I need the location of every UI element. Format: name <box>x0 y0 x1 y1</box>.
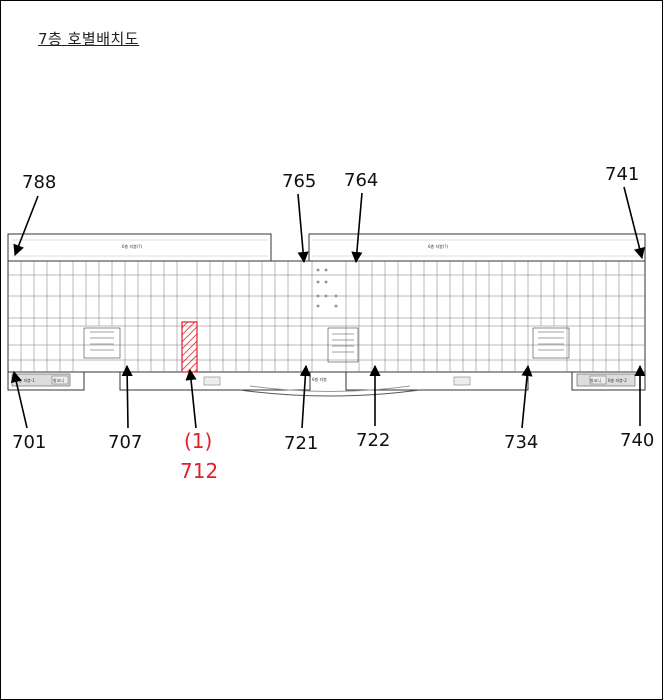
unit-label-765: 765 <box>282 171 316 192</box>
stair-cores <box>83 327 570 363</box>
balcony-note-left: 발코니 <box>53 377 64 383</box>
arrow-712 <box>185 368 197 429</box>
roof-hatching <box>12 239 642 257</box>
unit-label-721: 721 <box>284 433 318 454</box>
arrow-788 <box>13 195 39 257</box>
unit-label-722: 722 <box>356 430 390 451</box>
roof-note-right: 6층 지붕-2 <box>608 377 627 383</box>
roof-note-left: 6층 지붕-1 <box>16 377 35 383</box>
roof-note-north-left: 6층 지붕(?) <box>122 243 143 249</box>
balcony-note-right: 발코니 <box>590 377 601 383</box>
unit-label-701: 701 <box>12 432 46 453</box>
page-title: 7층 호별배치도 <box>38 30 140 48</box>
building-outline <box>7 233 646 397</box>
unit-label-707: 707 <box>108 432 142 453</box>
unit-label-741: 741 <box>605 164 639 185</box>
arrow-701 <box>10 370 28 429</box>
roof-note-mid: 6층 지붕 <box>312 376 327 382</box>
highlight-unit-label: 712 <box>180 459 218 483</box>
balcony-tags <box>51 375 607 386</box>
arrow-741 <box>623 186 645 260</box>
highlight-prefix: (1) <box>184 429 212 453</box>
arrow-721 <box>299 364 311 429</box>
arrow-707 <box>121 364 133 429</box>
central-core-fixtures <box>316 268 338 308</box>
unit-label-788: 788 <box>22 172 56 193</box>
leader-arrows <box>10 186 646 429</box>
unit-label-734: 734 <box>504 432 538 453</box>
arrow-764 <box>351 192 363 264</box>
roof-note-north-right: 6층 지붕(?) <box>428 243 449 249</box>
arrow-765 <box>297 193 309 264</box>
highlighted-unit-712 <box>181 321 198 373</box>
unit-grid <box>8 261 645 372</box>
arrow-734 <box>521 364 533 429</box>
unit-label-740: 740 <box>620 430 654 451</box>
unit-label-764: 764 <box>344 170 378 191</box>
